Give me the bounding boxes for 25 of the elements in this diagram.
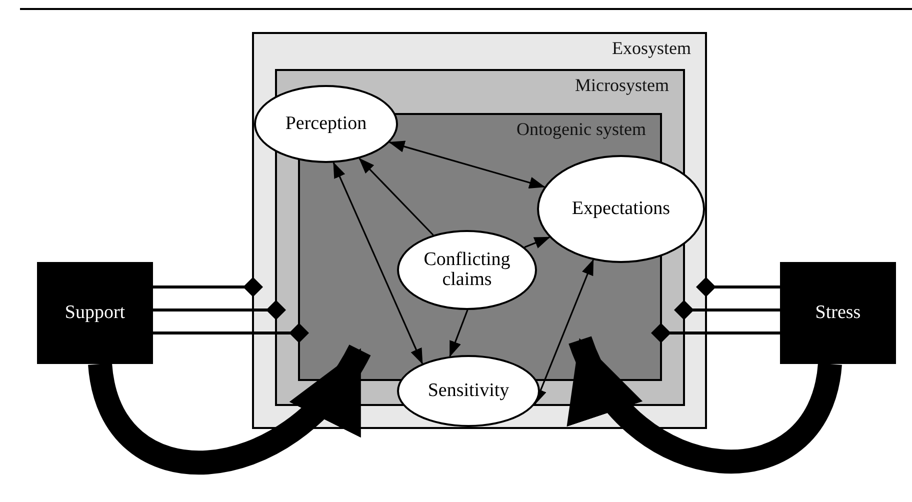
node-label: Expectations xyxy=(572,199,670,219)
arrow xyxy=(332,162,424,364)
exosystem-box xyxy=(252,32,707,429)
arrow xyxy=(524,236,550,248)
node-label: Stress xyxy=(815,302,861,324)
diamond-connector xyxy=(651,323,780,343)
node-label: Support xyxy=(64,302,126,324)
node-label: Conflicting claims xyxy=(422,250,512,290)
node-label: Sensitivity xyxy=(428,381,510,401)
box-heading: Exosystem xyxy=(612,38,691,59)
arrow xyxy=(388,140,546,188)
diamond-connector xyxy=(153,277,263,297)
curved-arrow xyxy=(569,335,842,474)
box-heading: Microsystem xyxy=(575,75,669,96)
stress-box xyxy=(780,262,896,364)
diamond-connector xyxy=(696,277,780,297)
support-box xyxy=(37,262,153,364)
node-label: Perception xyxy=(285,114,367,134)
diamond-connector xyxy=(153,300,286,320)
arrow xyxy=(534,259,594,405)
box-heading: Ontogenic system xyxy=(516,119,646,140)
arrow xyxy=(449,310,468,358)
diamond-connector xyxy=(674,300,780,320)
arrow xyxy=(358,158,434,236)
diamond-connector xyxy=(153,323,309,343)
